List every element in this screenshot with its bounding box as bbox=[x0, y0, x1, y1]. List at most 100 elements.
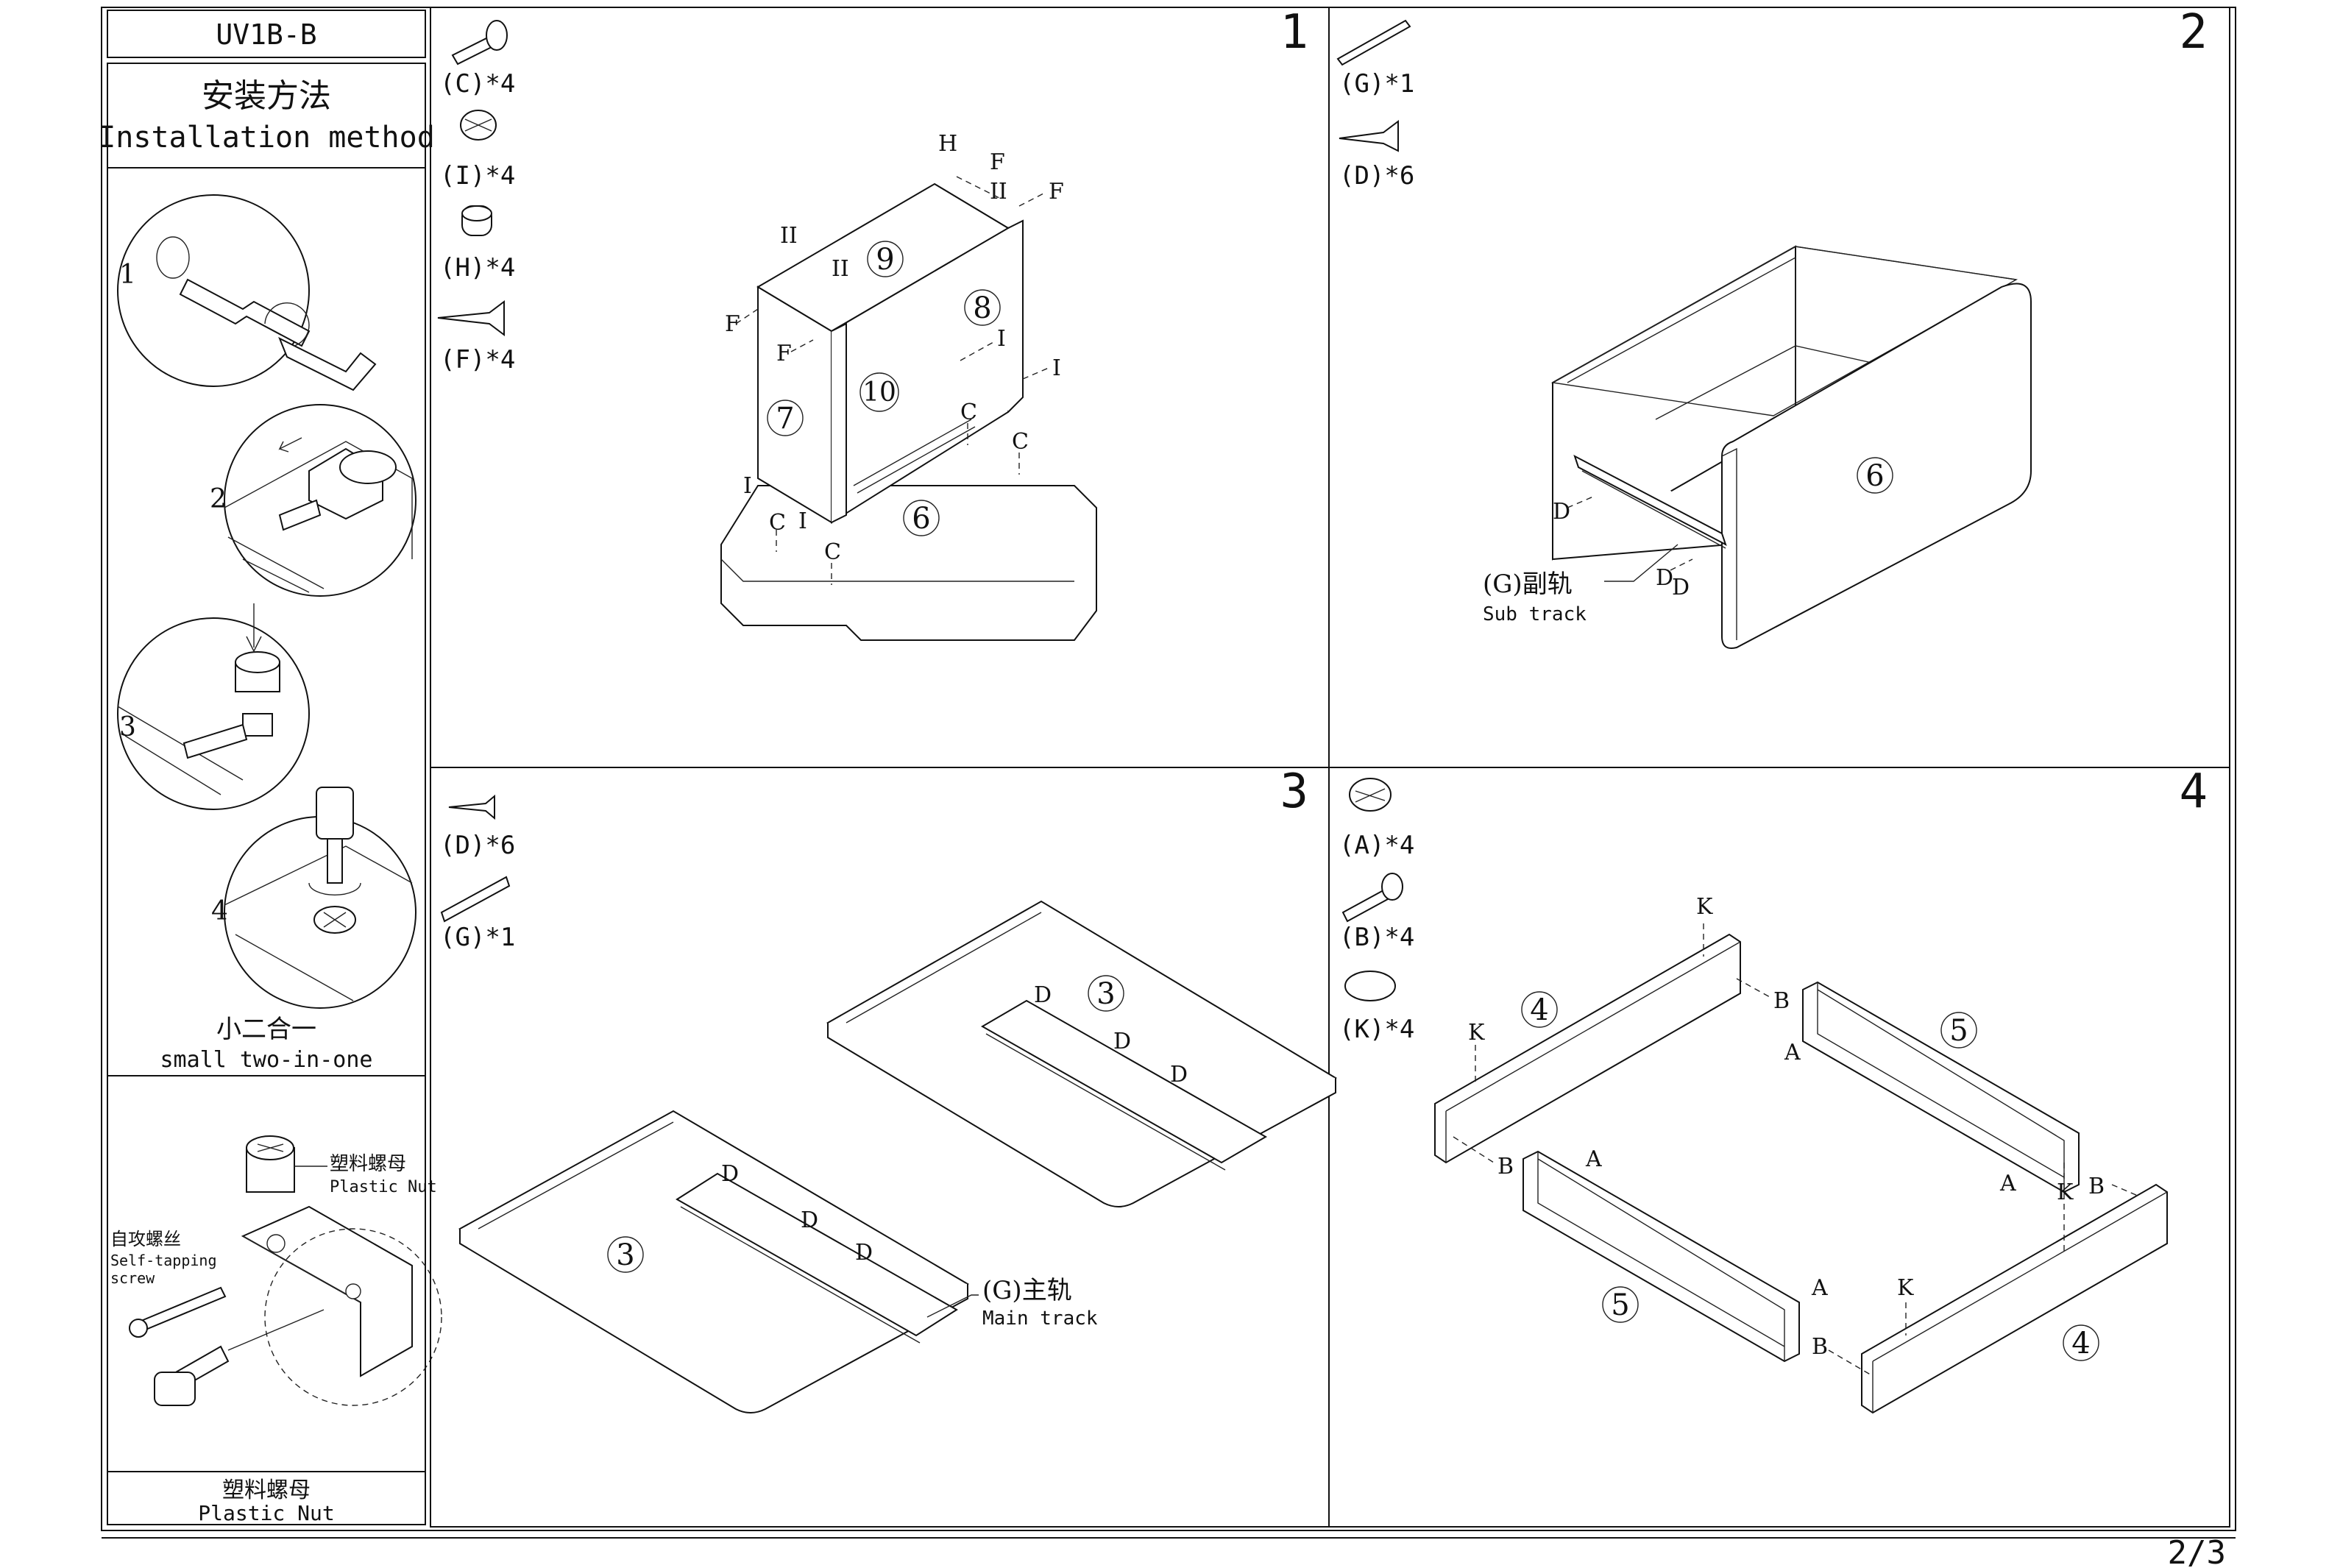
part-9: 9 bbox=[876, 243, 894, 277]
sidebar-frame bbox=[107, 63, 426, 1525]
screw-label-en-1: Self-tapping bbox=[110, 1252, 217, 1269]
label-a-2: A bbox=[1585, 1146, 1602, 1172]
panel-3-hw-1: (G)*1 bbox=[440, 923, 515, 952]
part-8: 8 bbox=[973, 291, 991, 325]
label-c-1: C bbox=[960, 400, 977, 425]
panel-1-hw-0: (C)*4 bbox=[440, 69, 515, 99]
label-k-3: K bbox=[2057, 1179, 2074, 1205]
part-10: 10 bbox=[862, 377, 896, 408]
label-i-4: I bbox=[798, 508, 807, 534]
label-b-3: B bbox=[2088, 1174, 2105, 1199]
screw-icon bbox=[448, 794, 495, 820]
main-track-upper bbox=[980, 999, 1268, 1164]
label-d-l3: D bbox=[855, 1240, 873, 1266]
screw-icon bbox=[1339, 120, 1399, 152]
label-d-l2: D bbox=[801, 1207, 818, 1233]
panel-2-hw-0: (G)*1 bbox=[1339, 69, 1414, 99]
panel-1-hw-2: (H)*4 bbox=[440, 253, 515, 283]
sub-track-callout-en: Sub track bbox=[1483, 603, 1587, 625]
sidebar-title-cn: 安装方法 bbox=[202, 77, 331, 115]
part-5-lower: 5 bbox=[1611, 1288, 1629, 1322]
cover-cap-icon bbox=[1344, 971, 1396, 1001]
connector-caption-en: small two-in-one bbox=[160, 1047, 373, 1073]
sidebar-step-2: 2 bbox=[210, 484, 227, 514]
plastic-nut-detail bbox=[129, 1135, 442, 1406]
connector-caption-cn: 小二合一 bbox=[216, 1015, 316, 1044]
sidebar-step-3: 3 bbox=[119, 712, 136, 742]
panel-2-hw-1: (D)*6 bbox=[1339, 161, 1414, 191]
sub-track bbox=[1573, 454, 1727, 547]
label-d-l1: D bbox=[721, 1161, 739, 1187]
sub-track-callout-cn: (G)副轨 bbox=[1483, 570, 1573, 599]
label-k-4: K bbox=[1897, 1275, 1914, 1301]
label-a-1: A bbox=[1784, 1040, 1801, 1065]
main-track-callout-cn: (G)主轨 bbox=[982, 1276, 1072, 1305]
rail-5-lower bbox=[1522, 1150, 1800, 1363]
outer-frame bbox=[101, 7, 2236, 1531]
step-2-detail bbox=[224, 404, 416, 597]
label-d-3: D bbox=[1672, 575, 1690, 600]
base-panel bbox=[720, 485, 1097, 641]
label-i-2: I bbox=[1052, 355, 1061, 381]
panel-1-hw-1: (I)*4 bbox=[440, 161, 515, 191]
screw-label-cn: 自攻螺丝 bbox=[110, 1229, 181, 1249]
model-box bbox=[107, 10, 426, 58]
label-f-3: F bbox=[725, 311, 740, 337]
cam-bolt-icon bbox=[1341, 889, 1389, 923]
label-i-1: I bbox=[997, 326, 1006, 352]
rail-4-upper bbox=[1434, 933, 1741, 1164]
label-d-2: D bbox=[1656, 565, 1673, 591]
rail-4-lower bbox=[1861, 1183, 2168, 1414]
panel-2: 2 (G)*1 (D)*6 6 D D D (G)副轨 Sub track bbox=[1336, 5, 2208, 649]
label-ii-1: II bbox=[990, 179, 1007, 205]
part-4-upper: 4 bbox=[1530, 993, 1548, 1027]
cam-lock-icon bbox=[1349, 778, 1392, 812]
panel-3-number: 3 bbox=[1280, 765, 1308, 819]
panel-2-number: 2 bbox=[2179, 5, 2208, 60]
step-1-detail bbox=[117, 194, 310, 387]
sidebar-step-4: 4 bbox=[211, 896, 228, 926]
label-d-u3: D bbox=[1170, 1062, 1188, 1088]
part-5-upper: 5 bbox=[1949, 1014, 1968, 1048]
sidebar-title-en: Installation method bbox=[98, 121, 435, 155]
label-d-u2: D bbox=[1113, 1029, 1131, 1054]
step-3-detail bbox=[117, 617, 310, 810]
part-6-front: 6 bbox=[1865, 459, 1884, 493]
label-k-1: K bbox=[1696, 894, 1713, 920]
label-k-2: K bbox=[1468, 1020, 1485, 1046]
panel-1: 1 (C)*4 (I)*4 (H)*4 (F)*4 9 8 10 7 6 bbox=[437, 5, 1308, 641]
nut-label-en: Plastic Nut bbox=[330, 1178, 437, 1196]
label-a-4: A bbox=[1811, 1275, 1828, 1301]
panel-4-hw-2: (K)*4 bbox=[1339, 1015, 1414, 1044]
part-3-upper: 3 bbox=[1096, 977, 1115, 1011]
screw-icon bbox=[437, 300, 505, 336]
panel-4-hw-1: (B)*4 bbox=[1339, 923, 1414, 952]
part-6: 6 bbox=[912, 502, 930, 536]
label-f-1: F bbox=[990, 149, 1005, 175]
label-a-3: A bbox=[1999, 1171, 2016, 1196]
panel-1-number: 1 bbox=[1280, 5, 1308, 60]
nut-label-cn: 塑料螺母 bbox=[330, 1153, 406, 1175]
sidebar-step-1: 1 bbox=[119, 260, 136, 290]
label-f-4: F bbox=[776, 341, 792, 366]
panel-3-hw-0: (D)*6 bbox=[440, 831, 515, 860]
top-panel-9 bbox=[756, 182, 1010, 333]
label-ii-2: II bbox=[780, 223, 798, 249]
page-number: 2/3 bbox=[2168, 1534, 2226, 1568]
label-b-4: B bbox=[1812, 1334, 1828, 1360]
connector-step-diagrams: 1 2 3 4 bbox=[117, 194, 416, 1009]
label-f-2: F bbox=[1049, 179, 1064, 205]
drawer-front-6 bbox=[1721, 283, 2032, 649]
label-c-3: C bbox=[769, 510, 786, 536]
part-3-lower: 3 bbox=[616, 1238, 634, 1272]
label-i-3: I bbox=[743, 473, 752, 499]
panel-4-number: 4 bbox=[2179, 765, 2208, 819]
label-b-2: B bbox=[1497, 1154, 1514, 1179]
label-h: H bbox=[938, 131, 957, 157]
rail-icon bbox=[1336, 19, 1411, 66]
rail-icon bbox=[440, 876, 511, 923]
rail-5-upper bbox=[1802, 981, 2080, 1193]
label-d-u1: D bbox=[1034, 982, 1052, 1008]
label-b-1: B bbox=[1773, 988, 1790, 1014]
